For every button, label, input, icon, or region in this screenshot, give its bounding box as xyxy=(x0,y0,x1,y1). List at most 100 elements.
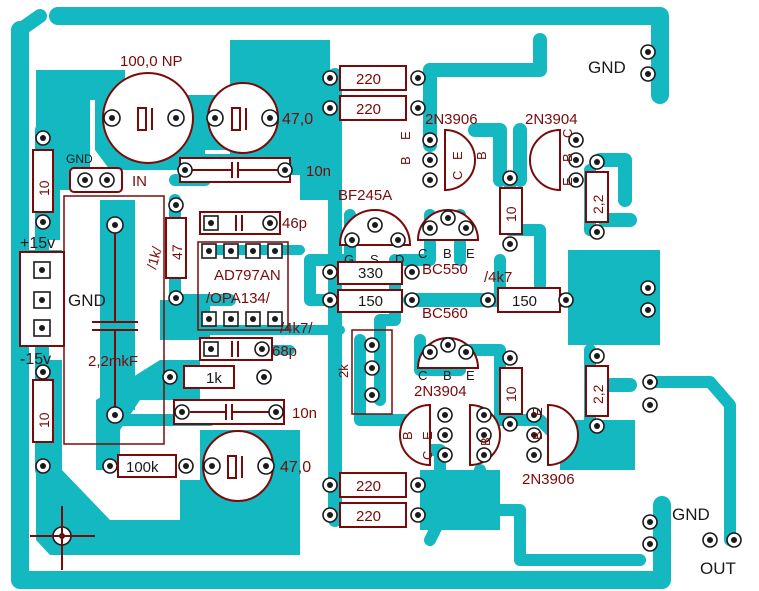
capacitor-47u-top: 47,0 xyxy=(206,82,313,154)
resistor-10-left-top: 10 xyxy=(32,130,54,230)
res-10-left-top-label: 10 xyxy=(36,180,52,196)
minus-15v-label: -15v xyxy=(20,351,51,368)
2n3904-bottom-label: 2N3904 xyxy=(414,383,467,400)
res-2-2-top-label: 2,2 xyxy=(590,194,606,214)
q1-pin-e2: E xyxy=(450,151,465,160)
resistor-220-2: 220 xyxy=(322,95,426,121)
bf245-pin-d: D xyxy=(395,252,404,267)
mounting-hole-marker xyxy=(30,506,95,570)
capacitor-68p: 68p xyxy=(199,337,297,361)
capacitor-46p: 46p xyxy=(199,211,307,235)
res-150-left-label: 150 xyxy=(358,293,383,310)
transistor-2n3906-top: 2N3906 B E E C B xyxy=(398,111,489,192)
res-10-left-bottom-label: 10 xyxy=(36,412,52,428)
cap-10n-bottom-label: 10n xyxy=(292,405,317,422)
resistor-10-mid-bottom: 10 xyxy=(499,350,523,432)
q3-pin-b: B xyxy=(400,431,415,440)
cap-100-label: 100,0 NP xyxy=(120,53,183,70)
q2-pin-e: E xyxy=(560,177,575,186)
resistor-220-4: 220 xyxy=(322,502,426,528)
bc550-pin-c: C xyxy=(418,246,427,261)
res-1k-vertical-label: /1k/ xyxy=(143,245,164,271)
cap-46p-label: 46p xyxy=(282,215,307,232)
resistor-150-right: 150 /4k7 xyxy=(480,269,574,313)
resistor-10-left-bottom: 10 xyxy=(32,364,54,474)
resistor-150-left: 150 xyxy=(322,289,420,313)
out-label: OUT xyxy=(700,559,736,578)
res-220-4-label: 220 xyxy=(356,508,381,525)
q1-pin-c: C xyxy=(450,171,465,180)
heatsink-pads xyxy=(640,280,658,413)
bc560-pin-b: B xyxy=(443,368,452,383)
bc550-pin-e: E xyxy=(466,246,475,261)
ic-opamp: AD797AN /OPA134/ xyxy=(197,241,289,331)
q2-pin-c: C xyxy=(560,129,575,138)
capacitor-47u-bottom: 47,0 xyxy=(202,430,311,502)
input-connector: GND IN xyxy=(66,152,147,193)
gnd-small-label: GND xyxy=(66,152,93,166)
capacitor-2-2mkf: 2,2mkF xyxy=(63,195,165,445)
q3-pin-e: E xyxy=(420,431,435,440)
res-1k-label: 1k xyxy=(206,370,222,387)
q4-pin-b: B xyxy=(478,437,493,446)
resistor-2-2-bottom: 2,2 xyxy=(585,348,609,434)
res-4k7-left-label: /4k7/ xyxy=(280,320,313,337)
transistor-bf245a: BF245A G S D xyxy=(338,187,412,267)
res-100k-label: 100k xyxy=(126,459,159,476)
resistor-330: 330 xyxy=(322,261,420,285)
bc550-pin-b: B xyxy=(443,246,452,261)
transistor-2n3906-bottom: 2N3906 B E xyxy=(522,403,579,488)
transistor-2n3904-bottom: 2N3904 B E C xyxy=(399,383,467,467)
res-2k-label: 2k xyxy=(336,364,351,378)
res-150-right-label: 150 xyxy=(512,293,537,310)
transistor-2n3904-top: 2N3904 C B E xyxy=(525,111,584,192)
q1-pin-b2: B xyxy=(474,151,489,160)
res-220-1-label: 220 xyxy=(356,71,381,88)
resistor-220-3: 220 xyxy=(322,472,426,498)
res-220-2-label: 220 xyxy=(356,101,381,118)
transistor-bc550: C B E BC550 xyxy=(416,209,480,278)
res-330-label: 330 xyxy=(358,265,383,282)
cap-2-2mkf-label: 2,2mkF xyxy=(88,353,138,370)
res-2-2-bottom-label: 2,2 xyxy=(590,384,606,404)
bf245a-label: BF245A xyxy=(338,187,392,204)
resistor-47: 47 /1k/ xyxy=(143,197,187,306)
res-47-label: 47 xyxy=(169,244,185,260)
capacitor-100u-np: 100,0 NP xyxy=(102,53,194,164)
bc560-label: BC560 xyxy=(422,305,468,322)
resistor-220-1: 220 xyxy=(322,65,426,91)
transistor-bc560: BC560 C B E xyxy=(416,305,480,383)
gnd-top-right-label: GND xyxy=(588,58,626,77)
gnd-left-label: GND xyxy=(68,291,106,310)
cap-68p-label: 68p xyxy=(272,343,297,360)
cap-47-top-label: 47,0 xyxy=(282,111,313,128)
q1-pin-e: E xyxy=(398,131,413,140)
transistor-2n3906-mid: B xyxy=(469,403,501,467)
res-4k7-right-label: /4k7 xyxy=(484,269,512,286)
bf245-pin-g: G xyxy=(344,252,354,267)
cap-10n-top-label: 10n xyxy=(306,163,331,180)
ic-opa134-label: /OPA134/ xyxy=(206,290,271,307)
2n3906-bottom-label: 2N3906 xyxy=(522,471,575,488)
gnd-bottom-right-label: GND xyxy=(672,505,710,524)
bc550-label: BC550 xyxy=(422,261,468,278)
bc560-pin-c: C xyxy=(418,368,427,383)
gnd-connector-top: GND xyxy=(588,44,656,82)
res-10-mid-bottom-label: 10 xyxy=(503,386,519,402)
plus-15v-label: +15v xyxy=(20,235,55,252)
resistor-2-2-top: 2,2 xyxy=(585,154,609,240)
output-connector: GND OUT xyxy=(642,505,742,578)
resistor-10-mid-top: 10 xyxy=(499,170,523,252)
q2-pin-b: B xyxy=(560,153,575,162)
resistor-1k: 1k xyxy=(162,365,272,389)
resistor-100k: 100k xyxy=(102,454,194,478)
q5-pin-e: E xyxy=(530,407,545,416)
res-220-3-label: 220 xyxy=(356,478,381,495)
ic-ad797-label: AD797AN xyxy=(214,267,281,284)
cap-47-bottom-label: 47,0 xyxy=(280,459,311,476)
power-connector: +15v GND -15v xyxy=(19,235,106,368)
capacitor-10n-bottom: 10n xyxy=(173,399,317,425)
in-label: IN xyxy=(132,173,147,190)
capacitor-10n-top: 10n xyxy=(177,157,331,183)
